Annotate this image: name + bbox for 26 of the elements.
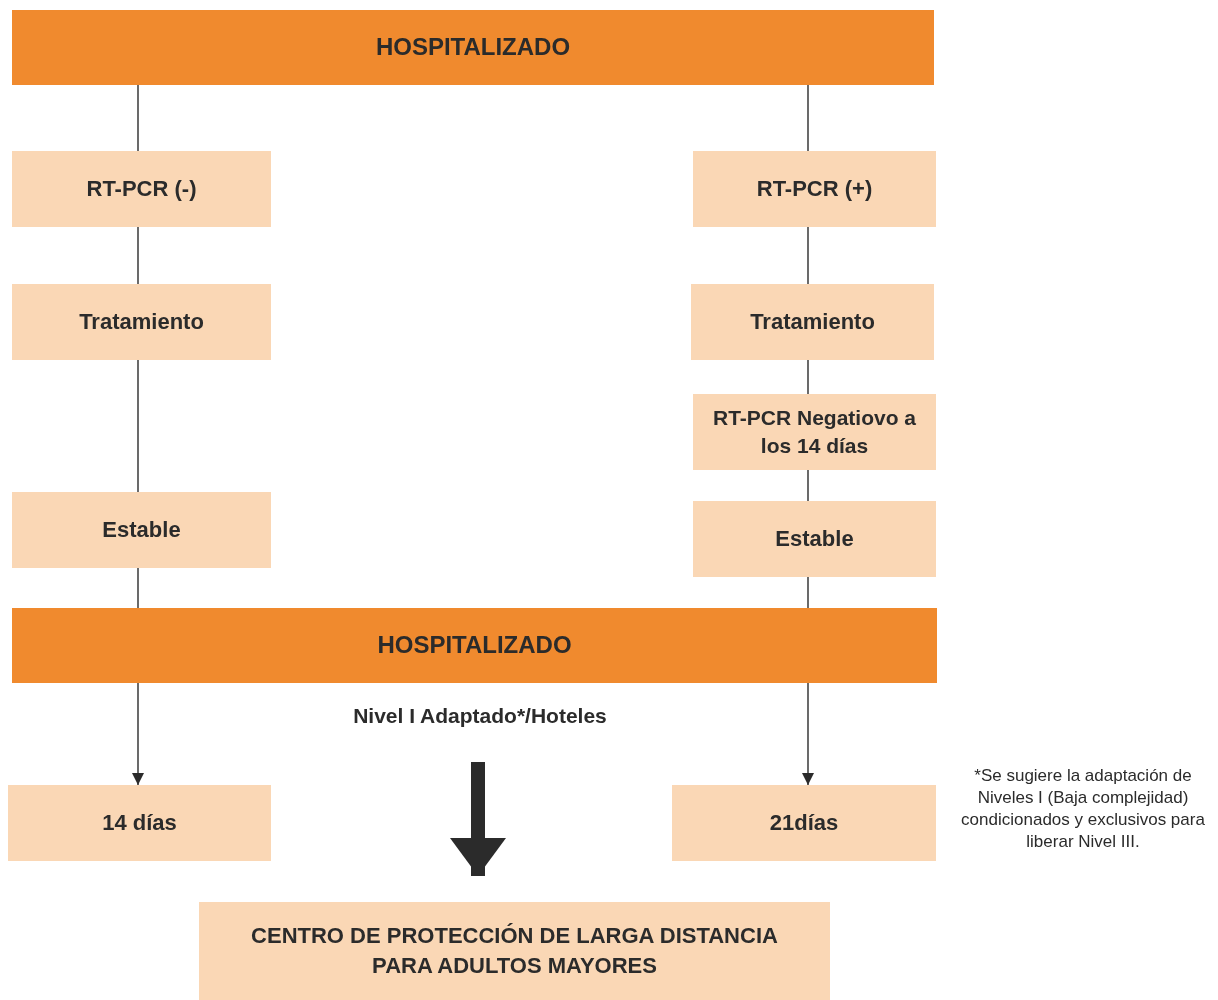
connector-line [137,84,139,152]
process-box: RT-PCR (+) [693,151,936,227]
connector-line [807,576,809,609]
process-box: Tratamiento [691,284,934,360]
connector-line [137,567,139,609]
arrow [802,682,814,786]
header-bar: HOSPITALIZADO [12,608,937,683]
connector-line [807,226,809,285]
process-box: 14 días [8,785,271,861]
connector-line [807,469,809,502]
process-box: 21días [672,785,936,861]
arrow [450,762,506,876]
connector-line [807,359,809,395]
process-box: Estable [693,501,936,577]
connector-line [137,359,139,493]
connector-line [807,84,809,152]
header-bar: HOSPITALIZADO [12,10,934,85]
connector-line [137,226,139,285]
process-box: RT-PCR (-) [12,151,271,227]
caption-text: Nivel I Adaptado*/Hoteles [300,698,660,734]
footnote: *Se sugiere la adaptación de Niveles I (Baja complejidad) condicionados y exclusivos para liberar Nivel III. [960,765,1206,854]
process-box: CENTRO DE PROTECCIÓN DE LARGA DISTANCIA PARA ADULTOS MAYORES [199,902,830,1000]
arrow [132,682,144,786]
process-box: RT-PCR Negatiovo a los 14 días [693,394,936,470]
process-box: Estable [12,492,271,568]
process-box: Tratamiento [12,284,271,360]
